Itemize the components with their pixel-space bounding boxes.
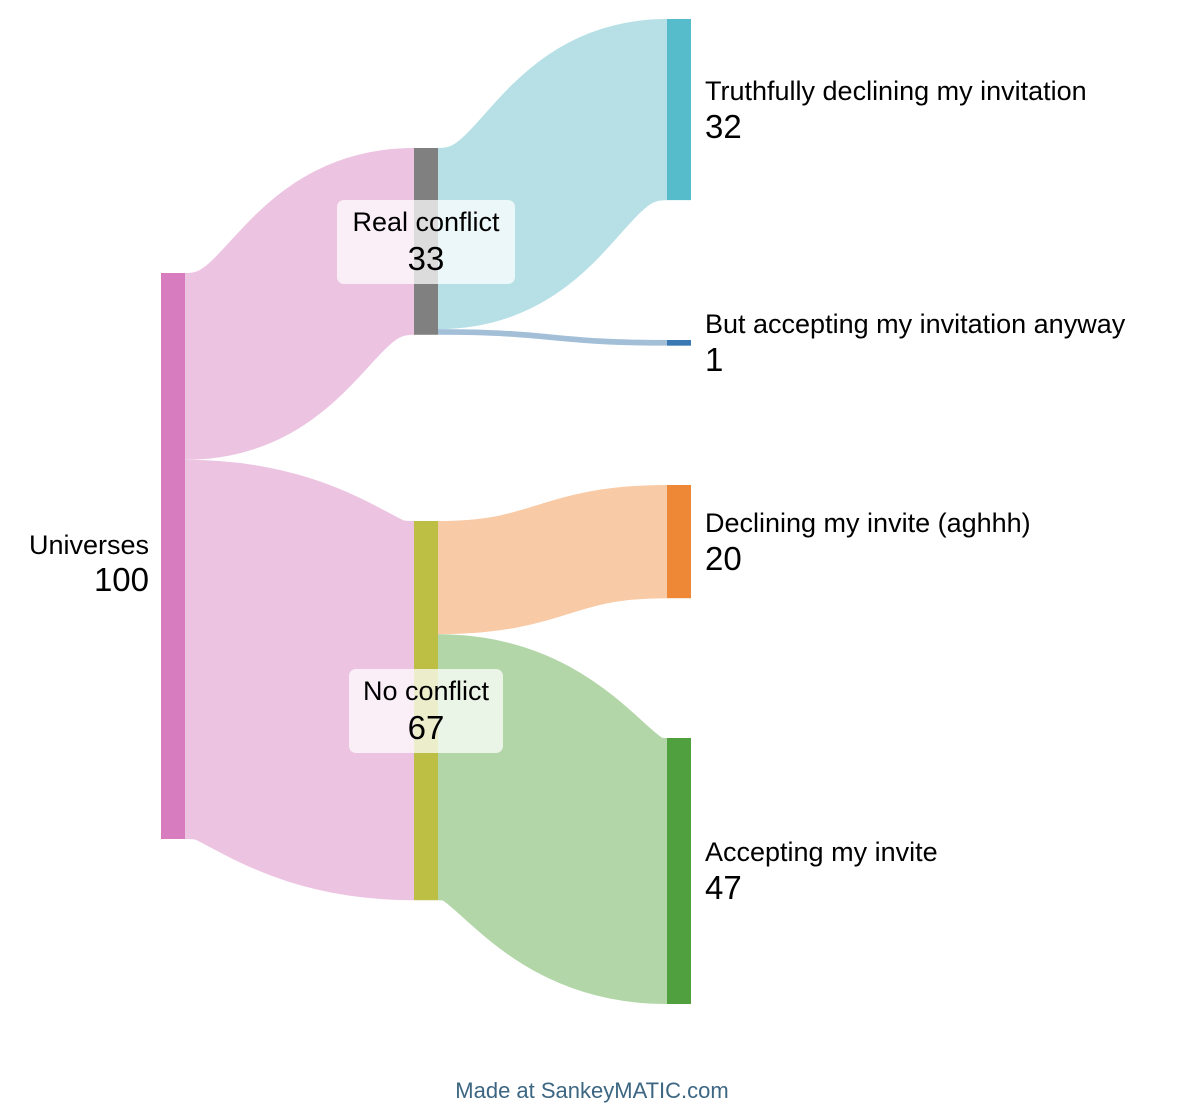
label-noconf-background xyxy=(349,669,503,753)
label-acc-value: 47 xyxy=(705,869,742,906)
node-decl xyxy=(667,485,691,599)
node-acc_any xyxy=(667,340,691,346)
label-universes-value: 100 xyxy=(94,561,149,598)
label-real-name: Real conflict xyxy=(352,207,500,237)
label-acc-name: Accepting my invite xyxy=(705,837,938,867)
link-noconf-to-acc xyxy=(431,634,674,1005)
label-decl-value: 20 xyxy=(705,540,742,577)
link-noconf-to-decl xyxy=(437,485,668,635)
label-decl-name: Declining my invite (aghhh) xyxy=(705,508,1031,538)
link-real-to-acc_any xyxy=(437,329,668,346)
node-universes xyxy=(161,273,185,839)
node-acc xyxy=(667,738,691,1005)
label-noconf-name: No conflict xyxy=(363,676,490,706)
label-acc_any-value: 1 xyxy=(705,341,723,378)
label-real-background xyxy=(337,200,515,284)
credit-link[interactable]: Made at SankeyMATIC.com xyxy=(455,1078,729,1103)
label-truth-name: Truthfully declining my invitation xyxy=(705,76,1087,106)
label-universes-name: Universes xyxy=(29,530,149,560)
label-noconf-value: 67 xyxy=(408,709,445,746)
label-acc_any-name: But accepting my invitation anyway xyxy=(705,309,1126,339)
label-real-value: 33 xyxy=(408,240,445,277)
node-truth xyxy=(667,19,691,201)
label-truth-value: 32 xyxy=(705,108,742,145)
